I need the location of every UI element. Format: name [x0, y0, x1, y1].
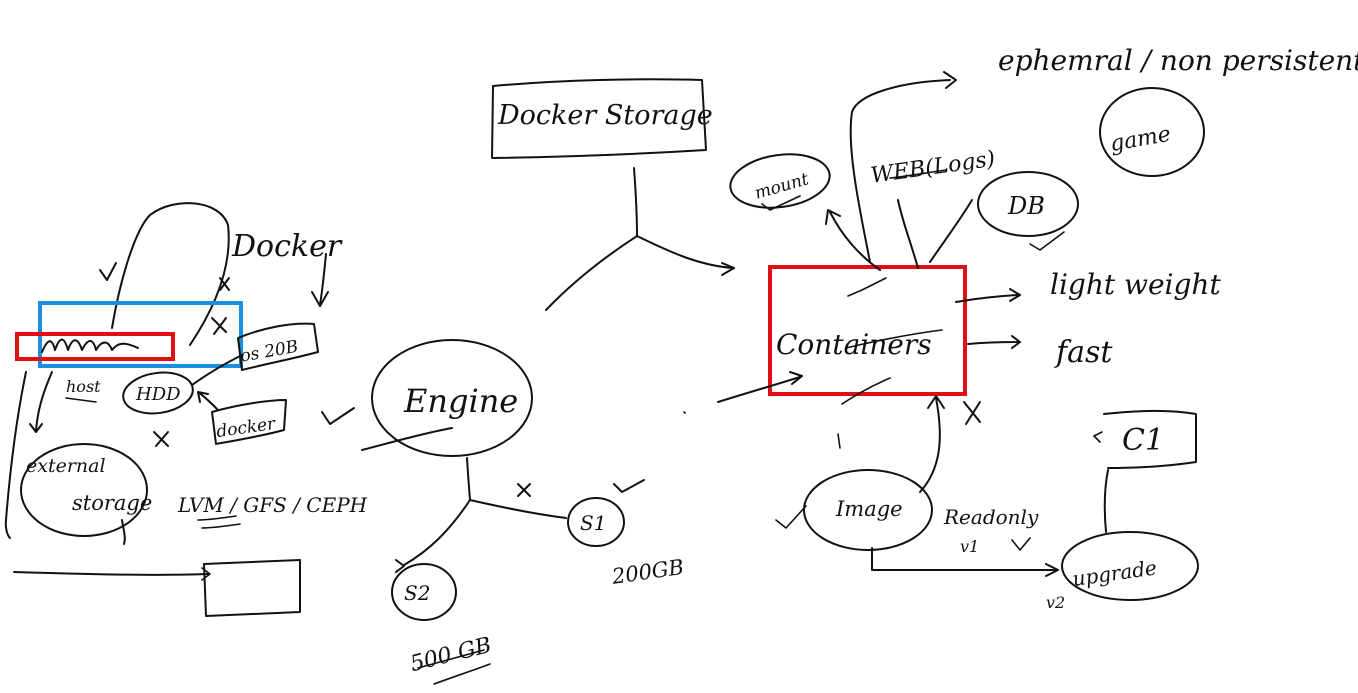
- mount-label: mount: [753, 169, 812, 203]
- s2-size-underline: [417, 649, 491, 685]
- lvm-label: LVM / GFS / CEPH: [177, 493, 368, 517]
- title-tree-right: [636, 235, 735, 269]
- engine-stem: [466, 457, 471, 501]
- upgrade-circle: [1061, 531, 1199, 601]
- x-mark: [219, 277, 230, 291]
- readonly-check: [1011, 537, 1031, 551]
- check-mark: [99, 262, 117, 281]
- fast-arrow: [967, 335, 1021, 349]
- bottom-box: [203, 559, 301, 617]
- engine-to-s1: [469, 499, 567, 519]
- web-loop-arrow: [849, 71, 957, 263]
- c1-arrowhead: [1093, 431, 1103, 443]
- image-check: [775, 505, 807, 529]
- bottom-arrowhead: [201, 567, 211, 581]
- external-label: external: [26, 455, 106, 477]
- docker-to-hdd-arrow: [197, 391, 219, 411]
- lvm-underline-2: [201, 523, 241, 529]
- title-box: [491, 78, 707, 159]
- light-weight-label: light weight: [1050, 268, 1221, 301]
- x-mark-inside: [211, 317, 227, 335]
- external-storage-circle: [20, 443, 148, 537]
- s1-circle: [567, 497, 625, 547]
- v2-label: v2: [1046, 593, 1065, 612]
- s1-label: S1: [580, 511, 606, 535]
- image-circle: [803, 469, 933, 551]
- docker-loop: [111, 202, 230, 346]
- engine-label: Engine: [403, 382, 518, 420]
- light-weight-arrow: [955, 288, 1021, 303]
- engine-to-s2: [395, 499, 471, 573]
- os-size-label: os 20B: [239, 337, 300, 367]
- docker-label: Docker: [231, 229, 343, 264]
- readonly-label: Readonly: [943, 505, 1039, 529]
- x-mark-below-hdd: [153, 431, 169, 447]
- game-label: game: [1108, 122, 1173, 157]
- tick-mark: [837, 433, 841, 449]
- containers-to-mount-arrow: [825, 209, 881, 271]
- c1-box: [1103, 410, 1197, 469]
- s2-size: 500 GB: [408, 633, 494, 677]
- docker-down-arrow: [311, 253, 329, 307]
- web-label: WEB(Logs): [869, 147, 996, 189]
- title-text: Docker Storage: [497, 100, 713, 131]
- external-tail: [121, 519, 126, 545]
- c1-label: C1: [1122, 423, 1164, 458]
- os-size-box: [237, 322, 319, 371]
- engine-underline: [361, 427, 453, 451]
- host-underline: [65, 397, 97, 403]
- bottom-arrow-line: [13, 571, 209, 576]
- lvm-underline-1: [197, 515, 237, 521]
- hdd-label: HDD: [135, 384, 181, 405]
- containers-underline: [845, 329, 943, 349]
- title-tree-left: [545, 235, 638, 311]
- fast-label: fast: [1054, 335, 1113, 370]
- s2-label: S2: [404, 581, 430, 605]
- header-note: ephemral / non persistent: [998, 44, 1358, 77]
- game-circle: [1099, 87, 1205, 177]
- engine-circle: [371, 339, 533, 457]
- docker-box: [211, 399, 287, 445]
- s1-check: [613, 479, 645, 493]
- containers-to-db-line: [929, 199, 973, 263]
- image-to-containers-arrow: [919, 395, 945, 493]
- dot-mark: [683, 411, 686, 414]
- db-circle: [977, 171, 1079, 237]
- hdd-circle: [122, 371, 194, 415]
- v1-label: v1: [960, 537, 979, 556]
- image-to-upgrade-arrow: [871, 547, 1059, 577]
- web-underline: [889, 169, 947, 179]
- containers-highlight: [768, 265, 967, 396]
- image-label: Image: [835, 497, 903, 521]
- host-label: host: [66, 377, 101, 396]
- hdd-to-os-line: [191, 354, 243, 386]
- upgrade-to-c1-line: [1103, 469, 1109, 533]
- engine-x-mark: [517, 483, 531, 497]
- engine-to-containers-arrow: [717, 371, 803, 403]
- upgrade-label: upgrade: [1071, 555, 1158, 591]
- containers-label: Containers: [776, 328, 932, 361]
- docker-box-label: docker: [215, 414, 277, 442]
- containers-to-web-line: [897, 199, 919, 269]
- wavy-data: [41, 338, 139, 353]
- s2-circle: [391, 563, 457, 621]
- storage-label: storage: [72, 491, 152, 515]
- host-disk-red-highlight: [15, 332, 175, 361]
- mount-circle: [729, 153, 831, 209]
- s1-size: 200GB: [609, 555, 685, 589]
- db-check: [1029, 231, 1065, 251]
- title-tree-arrowhead: [721, 262, 735, 276]
- db-label: DB: [1007, 192, 1045, 220]
- mount-check: [761, 195, 801, 211]
- containers-top-check: [847, 277, 887, 297]
- x-mark-right: [963, 401, 981, 425]
- title-tree-stem: [633, 167, 638, 237]
- engine-check: [321, 407, 355, 425]
- containers-bottom-mark: [841, 377, 891, 405]
- left-edge-curve: [4, 371, 27, 539]
- host-to-external-arrow: [29, 371, 53, 433]
